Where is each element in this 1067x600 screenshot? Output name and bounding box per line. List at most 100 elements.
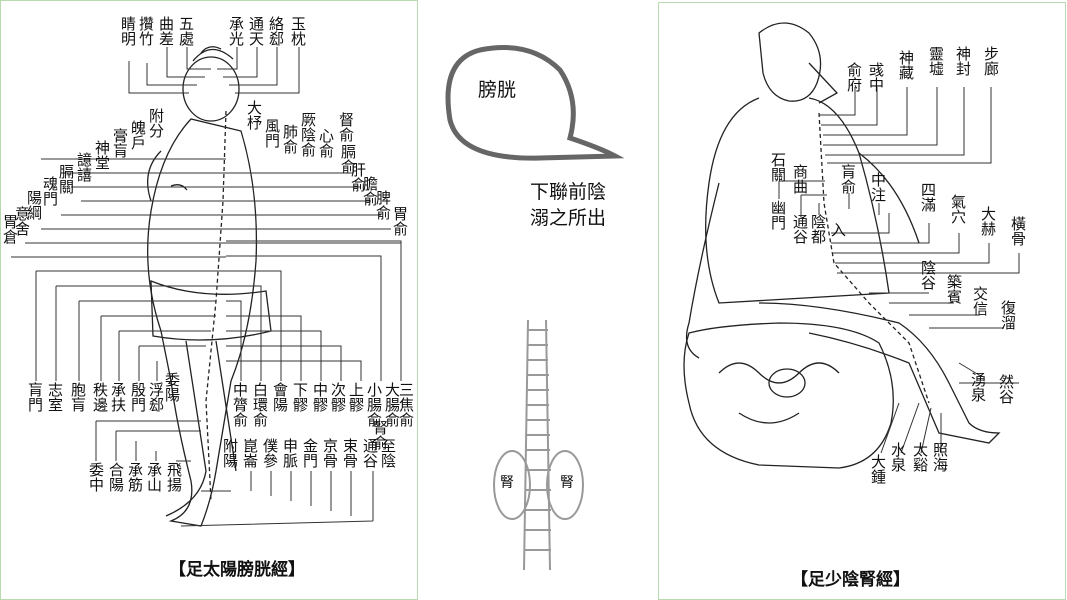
acupoint-label: 崑崙 <box>243 437 259 470</box>
figure-beard <box>808 62 839 104</box>
acupoint-label: 脾俞 <box>376 189 392 222</box>
organ-illustration <box>445 45 625 571</box>
acupoint-label: 膽俞 <box>363 175 379 208</box>
organ-caption-line1: 下聯前陰 <box>530 181 607 203</box>
spine-column <box>523 319 551 571</box>
acupoint-label: 大鍾 <box>871 453 887 486</box>
acupoint-label: 膈俞 <box>341 143 357 176</box>
acupoint-label: 大杼 <box>247 99 263 132</box>
acupoint-label: 水泉 <box>891 441 907 474</box>
acupoint-label: 大赫 <box>981 205 997 238</box>
acupoint-label: 殷門 <box>131 381 147 414</box>
acupoint-label: 俞府 <box>847 61 863 94</box>
acupoint-label: 心俞 <box>319 127 335 160</box>
acupoint-label: 靈墟 <box>929 45 945 78</box>
acupoint-label: 大腸俞 <box>385 381 401 429</box>
acupoint-label: 魄戶 <box>131 119 147 152</box>
kidney-meridian-figure <box>683 22 1020 469</box>
acupoint-label: 玉枕 <box>291 15 307 48</box>
acupoint-label: 氣穴 <box>951 193 967 226</box>
acupoint-label: 飛揚 <box>167 461 183 494</box>
acupoint-label: 志室 <box>48 381 64 414</box>
acupoint-label: 睛明 <box>121 15 137 48</box>
right-figure-caption: 【足少陰腎經】 <box>791 570 910 590</box>
figure-torso <box>147 118 258 527</box>
acupoint-label: 肺俞 <box>283 123 299 156</box>
left-meridian-panel: 睛明 攢竹 曲差 五處 承光 通天 絡郄 玉枕 大杼 風門 肺俞 厥陰俞 心俞 … <box>0 0 418 600</box>
acupoint-label: 三焦俞 <box>399 381 415 429</box>
acupoint-label: 肓門 <box>28 381 44 414</box>
acupoint-label: 合陽 <box>109 461 125 494</box>
acupoint-label: 湧泉 <box>971 371 987 404</box>
acupoint-label: 橫骨 <box>1011 215 1027 248</box>
acupoint-label: 商曲 <box>793 163 809 196</box>
acupoint-label: 築賓 <box>947 273 963 306</box>
acupoint-label: 魂門 <box>43 175 59 208</box>
acupoint-label: 攢竹 <box>139 15 155 48</box>
acupoint-label: 承筋 <box>128 461 144 494</box>
acupoint-label: 通谷 <box>793 213 809 246</box>
acupoint-label: 京骨 <box>323 437 339 470</box>
figure-leg <box>165 340 237 517</box>
acupoint-label: 照海 <box>933 441 949 474</box>
left-kidney-shape <box>493 450 531 520</box>
figure-legs <box>758 302 1001 444</box>
acupoint-label: 彧中 <box>869 61 885 94</box>
acupoint-label: 意舍 <box>15 205 31 238</box>
acupoint-label: 然谷 <box>999 373 1015 406</box>
acupoint-label: 委陽 <box>165 371 181 404</box>
acupoint-label: 金門 <box>303 437 319 470</box>
acupoint-label: 五處 <box>179 15 195 48</box>
kidney-right-label: 腎 <box>560 475 574 491</box>
acupoint-label: 上髎 <box>349 381 365 414</box>
acupoint-label: 胃倉 <box>3 213 19 246</box>
acupoint-label: 復溜 <box>1001 299 1017 332</box>
acupoint-label: 小腸俞 <box>367 381 383 429</box>
acupoint-label: 承扶 <box>111 381 127 414</box>
acupoint-label: 膈關 <box>59 163 75 196</box>
jar-decoration <box>718 362 840 424</box>
acupoint-label: 陰谷 <box>921 259 937 292</box>
acupoint-label: 譩譆 <box>77 151 93 184</box>
acupoint-label: 申脈 <box>283 437 299 470</box>
acupoint-label: 神堂 <box>95 139 111 172</box>
right-kidney-shape <box>546 450 584 520</box>
acupoint-label: 神藏 <box>899 49 915 82</box>
figure-torso <box>705 97 890 304</box>
figure-head <box>182 56 240 122</box>
acupoint-label: 太谿 <box>913 441 929 474</box>
acupoint-label: 下髎 <box>293 381 309 414</box>
acupoint-label: 入 <box>831 221 847 239</box>
acupoint-label: 通天 <box>249 15 265 48</box>
acupoint-label: 石關 <box>771 151 787 184</box>
acupoint-label: 肓俞 <box>841 163 857 196</box>
figure-jar <box>683 322 894 469</box>
organ-illustration-panel: 膀胱 下聯前陰 溺之所出 腎 腎 <box>420 0 652 598</box>
acupoint-label: 陽綱 <box>27 189 43 222</box>
acupoint-label: 浮郄 <box>149 381 165 414</box>
acupoint-label: 委中 <box>89 461 105 494</box>
acupoint-label: 附陽 <box>223 437 239 470</box>
acupoint-label: 中髎 <box>313 381 329 414</box>
organ-caption-line2: 溺之所出 <box>530 207 607 229</box>
acupoint-label: 白環俞 <box>253 381 269 429</box>
bladder-label: 膀胱 <box>478 79 517 101</box>
acupoint-label: 步廊 <box>984 45 1000 78</box>
acupoint-label: 附分 <box>149 107 165 140</box>
bladder-meridian-figure <box>11 46 402 527</box>
acupoint-label: 交信 <box>973 285 989 318</box>
acupoint-label: 承山 <box>147 461 163 494</box>
meridian-line-front <box>818 112 930 404</box>
acupoint-label: 至陰 <box>381 437 397 470</box>
acupoint-label: 肝俞 <box>351 161 367 194</box>
right-meridian-panel: 俞府 彧中 神藏 靈墟 神封 步廊 石關 商曲 肓俞 中注 四滿 氣穴 大赫 橫… <box>658 2 1066 600</box>
acupoint-label: 陰都 <box>811 213 827 246</box>
acupoint-label: 膏肓 <box>113 127 129 160</box>
acupoint-label: 束骨 <box>343 437 359 470</box>
acupoint-label: 中注 <box>871 171 887 204</box>
acupoint-label: 厥陰俞 <box>301 111 317 159</box>
acupoint-label: 承光 <box>229 15 245 48</box>
acupoint-label: 風門 <box>265 117 281 150</box>
acupoint-label: 中膂俞 <box>233 381 249 429</box>
acupoint-label: 絡郄 <box>269 15 285 48</box>
